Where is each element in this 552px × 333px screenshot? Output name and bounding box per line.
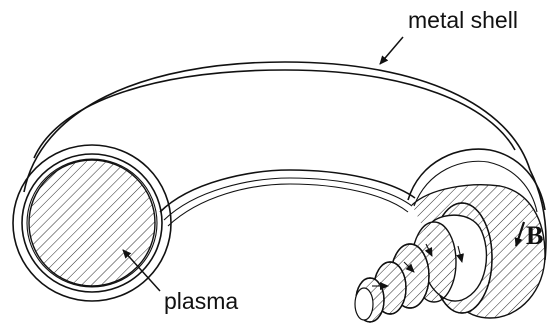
metal-shell-pointer (380, 37, 403, 64)
plasma-label: plasma (164, 288, 238, 314)
metal-shell-label: metal shell (408, 7, 518, 33)
b-field-label: B (526, 221, 543, 250)
plasma-region (29, 160, 155, 286)
field-line-slices (355, 185, 545, 322)
